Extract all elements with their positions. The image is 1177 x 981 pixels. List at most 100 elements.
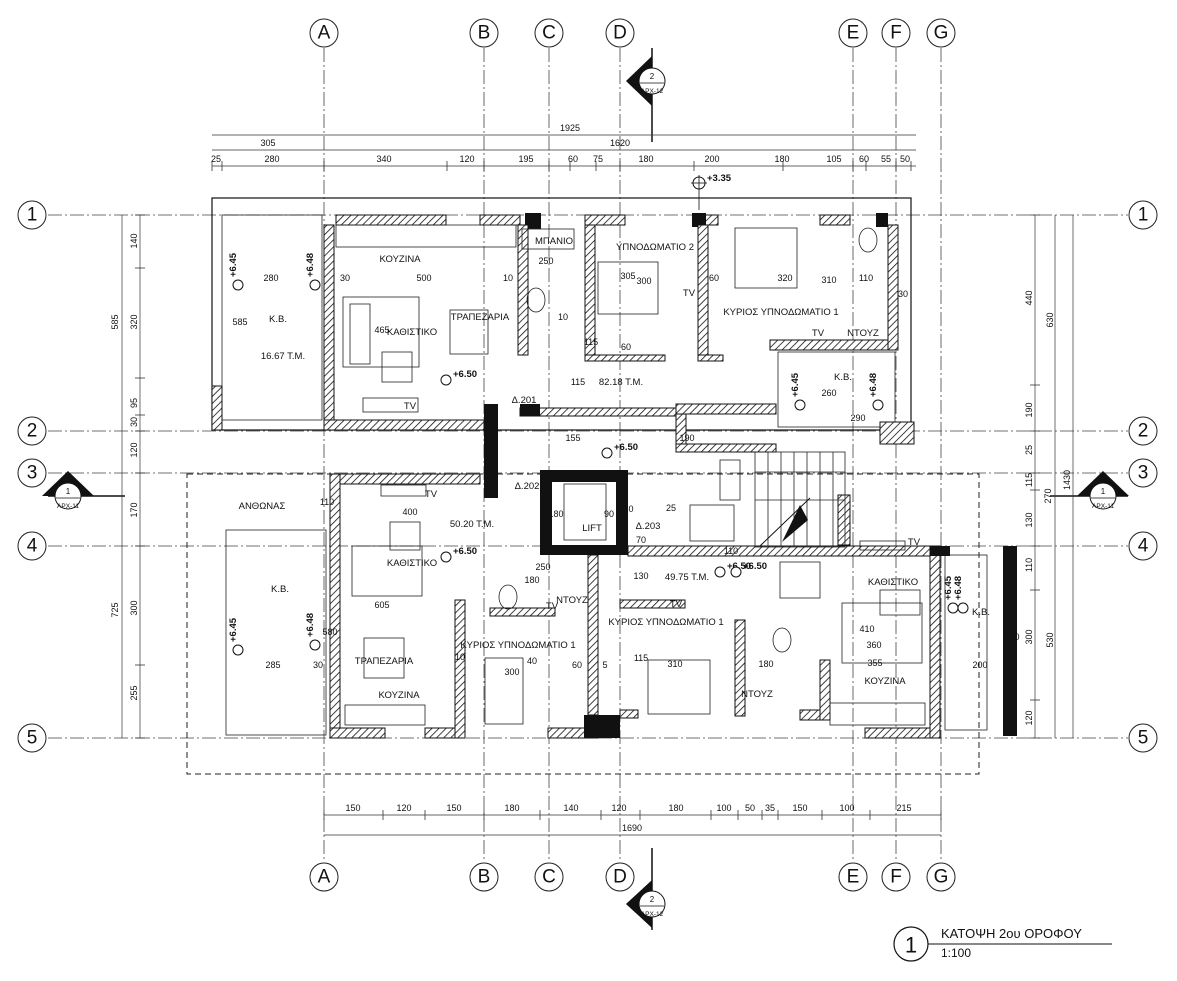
room-dim-3: 30	[340, 273, 350, 283]
room-kyrios-br: ΚΥΡΙΟΣ ΥΠΝΟΔΩΜΑΤΙΟ 1	[608, 617, 723, 628]
room-dim-1: 585	[232, 317, 247, 327]
dim-bottom-seg-7: 100	[716, 803, 731, 813]
room-dim-38: 115	[634, 653, 648, 663]
room-dim-13: 30	[898, 289, 908, 299]
room-apt3-area: 49.75 Τ.Μ.	[665, 572, 709, 583]
grid-label-e-top: E	[847, 23, 860, 44]
elevation-value-2: +6.50	[453, 369, 477, 380]
room-dim-6: 250	[538, 256, 553, 266]
room-dim-45: 200	[972, 660, 987, 670]
room-dim-27: 110	[320, 497, 334, 507]
room-dim-23: 190	[679, 433, 694, 443]
dim-top-305: 305	[260, 138, 275, 148]
room-dim-47: 10	[455, 652, 465, 662]
elevation-value-10: +6.50	[743, 561, 767, 572]
room-kouzina-br: ΚΟΥΖΙΝΑ	[864, 676, 906, 687]
elevation-marker-12	[957, 602, 969, 614]
dim-top-seg-2: 340	[376, 154, 391, 164]
grid-label-1-left: 1	[27, 205, 38, 226]
room-trapezaria-top: ΤΡΑΠΕΖΑΡΙΑ	[451, 312, 510, 323]
elevation-marker-4	[872, 399, 884, 411]
room-d202: Δ.202	[515, 481, 540, 492]
dim-top-seg-7: 180	[638, 154, 653, 164]
elevation-value-1: +6.48	[305, 253, 316, 277]
room-dim-0: 280	[263, 273, 278, 283]
dim-top-total: 1925	[560, 123, 580, 133]
dim-bottom-total: 1690	[622, 823, 642, 833]
elevation-top-value: +3.35	[707, 173, 732, 184]
dim-right-seg-1: 190	[1024, 402, 1034, 417]
room-kb-bottom-left: Κ.Β.	[271, 584, 289, 595]
room-dim-9: 60	[709, 273, 719, 283]
room-dim-32: 250	[535, 562, 550, 572]
dim-top-seg-9: 180	[774, 154, 789, 164]
dim-left-seg-0: 140	[129, 233, 139, 248]
elevation-value-7: +6.45	[228, 617, 239, 642]
room-kathistiko-bl: ΚΑΘΙΣΤΙΚΟ	[387, 558, 437, 569]
room-dim-41: 310	[667, 659, 682, 669]
dim-right-seg-3: 115	[1024, 473, 1034, 487]
grid-label-5-left: 5	[27, 728, 38, 749]
dim-top-seg-1: 280	[264, 154, 279, 164]
title-text: ΚΑΤΟΨΗ 2ου ΟΡΟΦΟΥ	[941, 926, 1082, 941]
dim-bottom-seg-11: 100	[839, 803, 854, 813]
dim-right-1430: 1430	[1062, 470, 1072, 490]
elevation-value-12: +6.48	[953, 576, 964, 600]
dim-top-seg-10: 105	[826, 154, 841, 164]
room-trapezaria-bl: ΤΡΑΠΕΖΑΡΙΑ	[355, 656, 414, 667]
grid-label-b-bottom: B	[478, 867, 491, 888]
tv-label-6: TV	[670, 599, 683, 610]
dim-right-630: 630	[1045, 312, 1055, 327]
dim-bottom-seg-2: 150	[446, 803, 461, 813]
dim-right-seg-2: 25	[1024, 445, 1034, 455]
dim-bottom-seg-5: 120	[611, 803, 626, 813]
dim-bottom-seg-12: 215	[896, 803, 911, 813]
room-anthonas: ΑΝΘΩΝΑΣ	[239, 501, 286, 512]
room-bathroom: ΜΠΑΝΙΟ	[535, 236, 573, 247]
room-dim-43: 410	[859, 624, 874, 634]
room-kouzina-top: ΚΟΥΖΙΝΑ	[379, 254, 421, 265]
room-dim-10: 320	[777, 273, 792, 283]
dim-top-seg-12: 55	[881, 154, 891, 164]
room-dim-5: 10	[503, 273, 513, 283]
room-apt1-area: 82.18 Τ.Μ.	[599, 377, 643, 388]
room-kb-top-left: Κ.Β.	[269, 314, 287, 325]
room-apt2-area: 50.20 Τ.Μ.	[450, 519, 494, 530]
room-kyrios-top: ΚΥΡΙΟΣ ΥΠΝΟΔΩΜΑΤΙΟ 1	[723, 307, 838, 318]
room-kb-top-left-area: 16.67 Τ.Μ.	[261, 351, 305, 362]
elevation-marks: +6.45+6.48+6.50+6.45+6.48+6.50+6.50+6.45…	[228, 252, 969, 656]
elevation-value-5: +6.50	[614, 442, 638, 453]
room-dim-28: 580	[322, 627, 337, 637]
elevation-marker-6	[440, 551, 452, 563]
grid-label-f-bottom: F	[890, 867, 902, 888]
elevation-value-4: +6.48	[868, 373, 879, 397]
dim-top-sub: 1620	[610, 138, 630, 148]
room-dim-25: 90	[604, 509, 614, 519]
grid-label-1-right: 1	[1138, 205, 1149, 226]
grid-label-5-right: 5	[1138, 728, 1149, 749]
elevation-value-8: +6.48	[305, 613, 316, 637]
dim-left-seg-6: 300	[129, 600, 139, 615]
elevation-value-0: +6.45	[228, 252, 239, 277]
grid-label-4-left: 4	[27, 536, 38, 557]
dim-right-530: 530	[1045, 632, 1055, 647]
elevation-marker-3	[794, 399, 806, 411]
room-dim-37: 130	[633, 571, 648, 581]
elevation-marker-0	[232, 279, 244, 291]
room-dim-14: 115	[584, 337, 598, 347]
title-block: 1 ΚΑΤΟΨΗ 2ου ΟΡΟΦΟΥ 1:100	[893, 926, 1112, 962]
elevation-marker-11	[947, 602, 959, 614]
room-dim-18: 260	[821, 388, 836, 398]
dim-bottom-seg-8: 50	[745, 803, 755, 813]
room-kb-bottom-right: Κ.Β.	[972, 607, 990, 618]
elevation-value-6: +6.50	[453, 546, 477, 557]
section-marker-bottom: 2 ΑΡΧ-12	[626, 848, 666, 930]
grid-label-e-bottom: E	[847, 867, 860, 888]
room-dim-31: 30	[313, 660, 323, 670]
room-dim-19: 290	[850, 413, 865, 423]
dim-top-seg-5: 60	[568, 154, 578, 164]
grid-column-bubbles-bottom: A B C D E F G	[309, 862, 956, 892]
